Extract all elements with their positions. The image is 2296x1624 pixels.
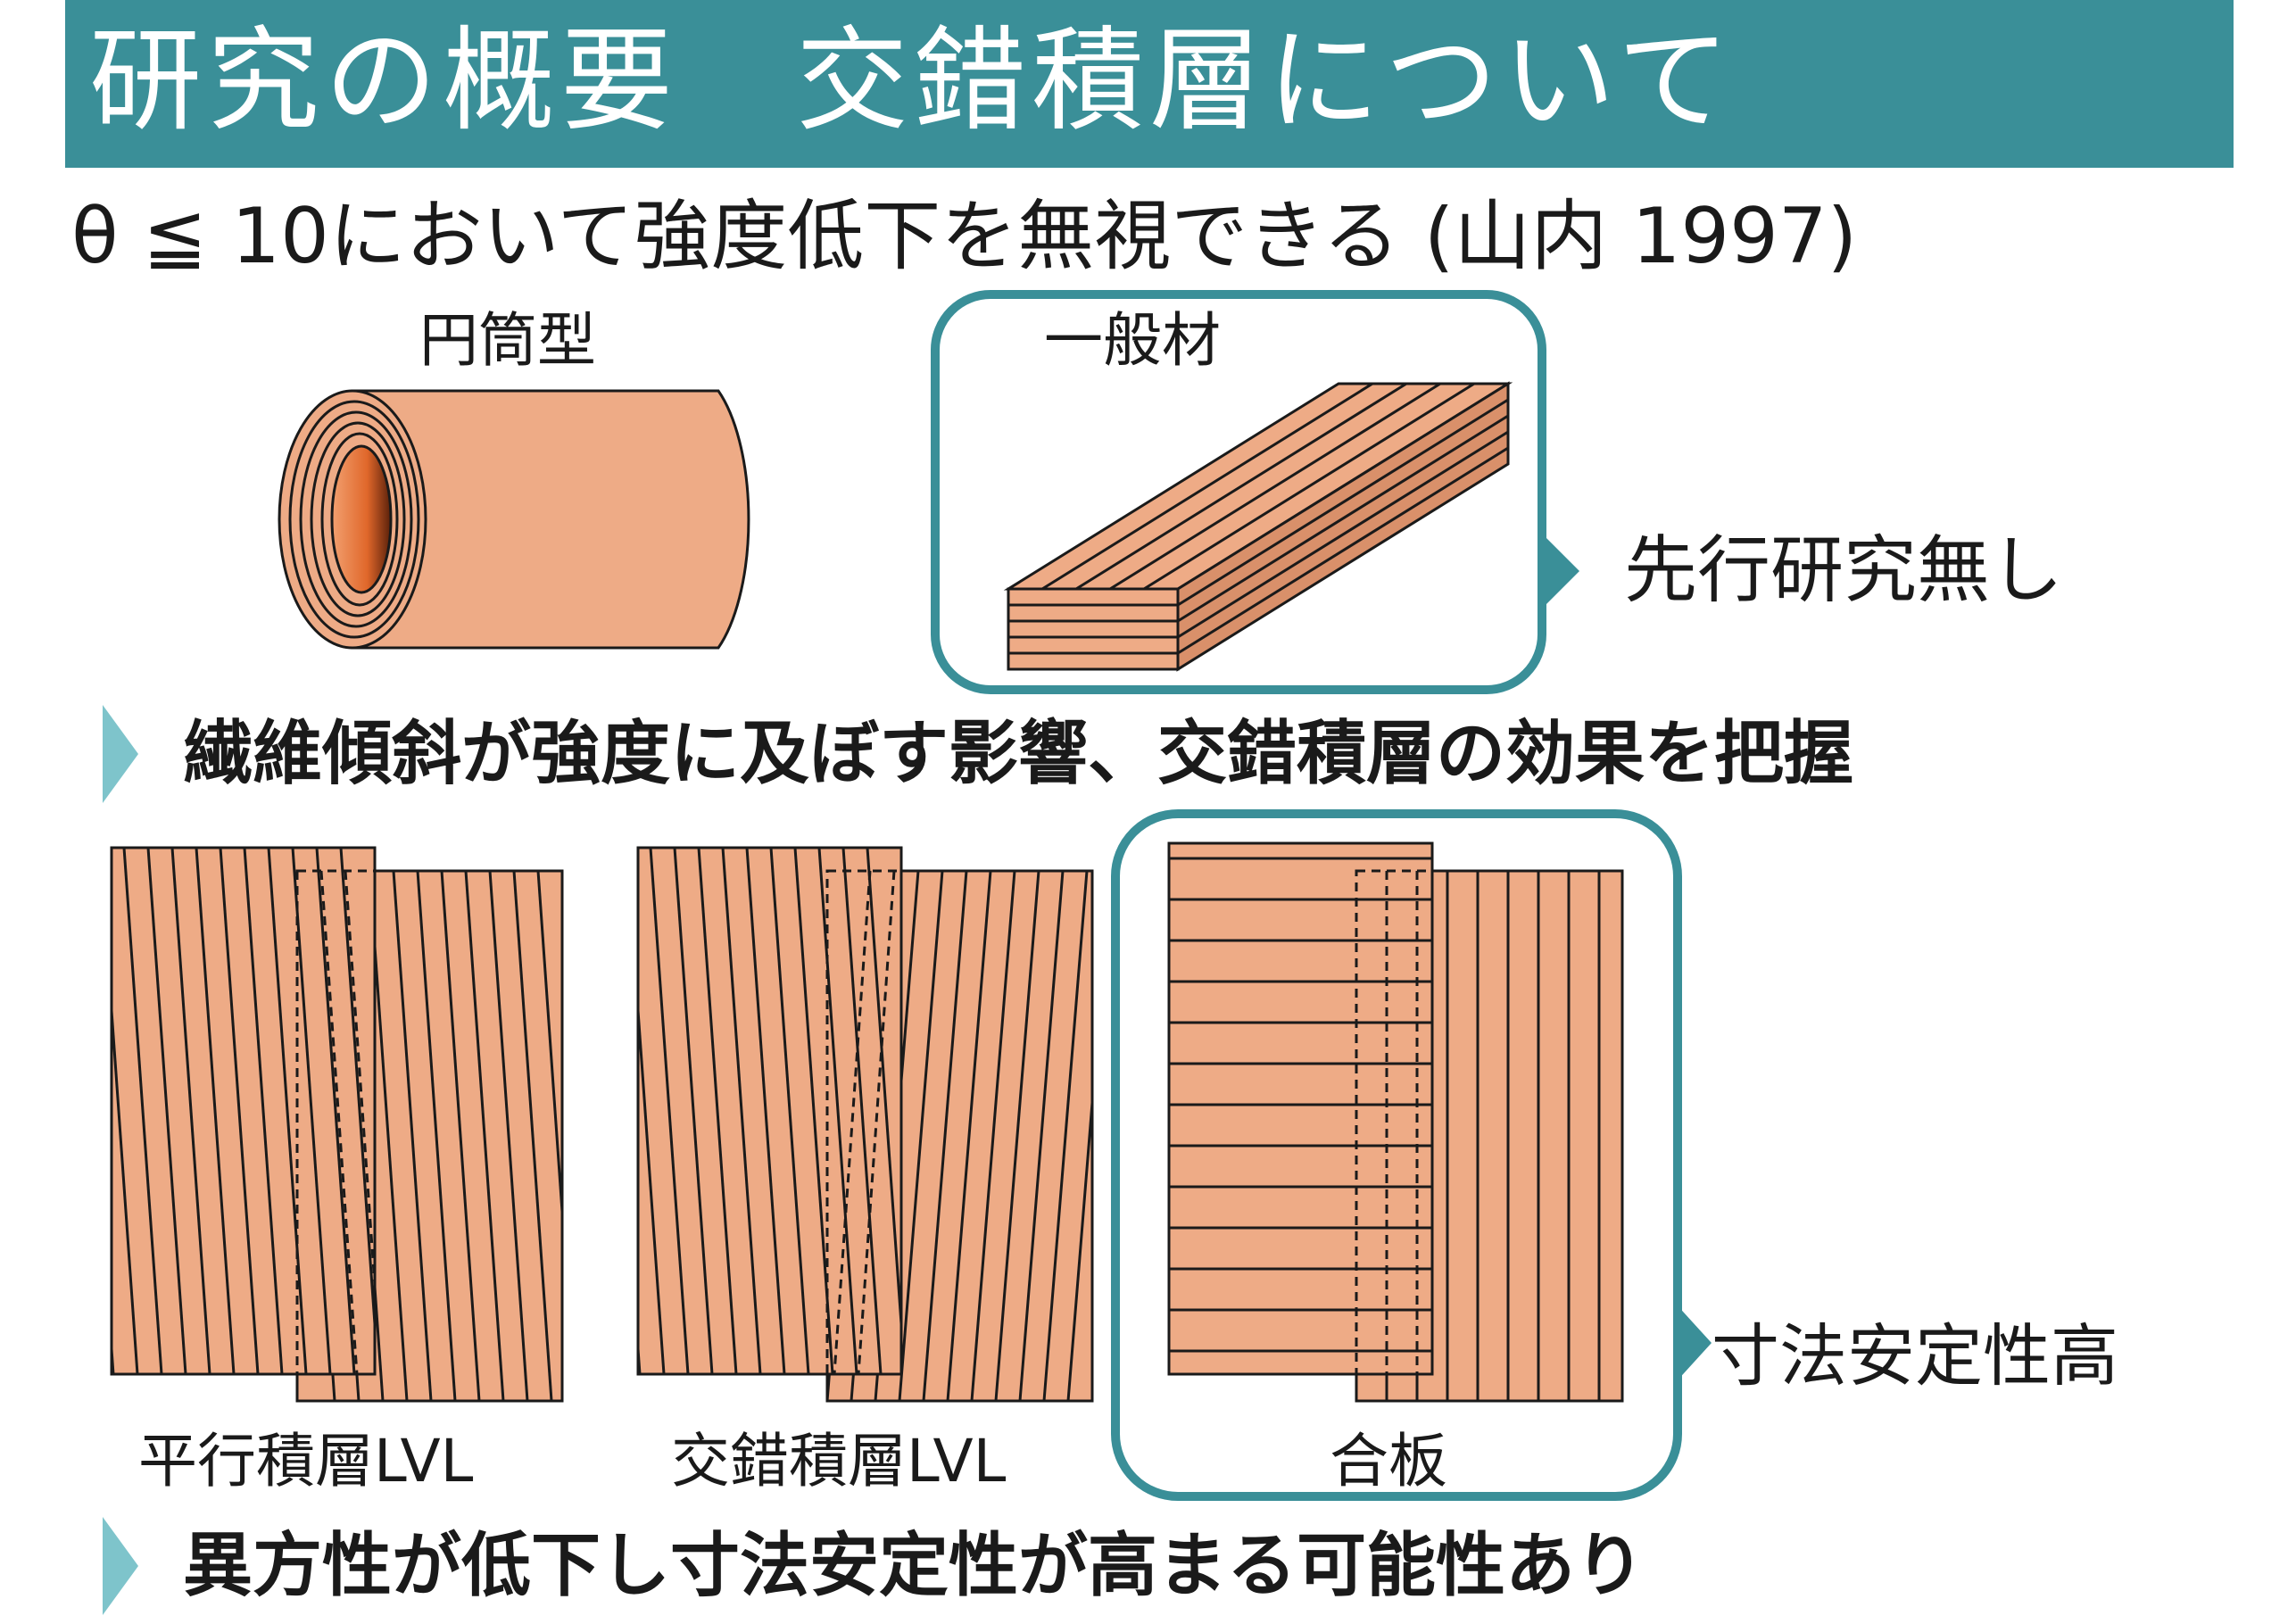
cylinder-figure bbox=[278, 389, 750, 650]
plywood-note: 寸法安定性高 bbox=[1712, 1316, 2118, 1396]
lumber-board bbox=[1003, 381, 1513, 672]
subtitle: θ ≦ 10において強度低下を無視できる (山内 1997) bbox=[71, 192, 1858, 281]
bullet-point-2: 異方性が低下し寸法安定性が高まる可能性あり bbox=[183, 1526, 1645, 1606]
general-lumber-note: 先行研究無し bbox=[1624, 528, 2064, 613]
title-bar bbox=[65, 0, 2234, 168]
callout-pointer-icon bbox=[1675, 1303, 1712, 1383]
page-title: 研究の概要 交錯積層について bbox=[89, 15, 1736, 146]
callout-pointer-icon bbox=[1539, 531, 1579, 611]
general-lumber-label: 一般材 bbox=[1044, 306, 1221, 375]
plywood-frame bbox=[1111, 809, 1712, 1501]
parallel-lvl-label: 平行積層LVL bbox=[138, 1427, 474, 1496]
general-lumber-frame bbox=[931, 290, 1579, 694]
plywood-label: 合板 bbox=[1330, 1427, 1447, 1496]
bullet-point-1: 繊維傾斜が強度に及ぼす影響、交錯積層の効果を把握 bbox=[183, 714, 1854, 794]
cross-lvl-label: 交錯積層LVL bbox=[671, 1427, 1007, 1496]
plywood-figure bbox=[1167, 841, 1624, 1403]
cross-lvl-figure bbox=[636, 846, 1094, 1403]
cylinder-label: 円筒型 bbox=[419, 306, 596, 375]
parallel-lvl-figure bbox=[110, 846, 564, 1403]
